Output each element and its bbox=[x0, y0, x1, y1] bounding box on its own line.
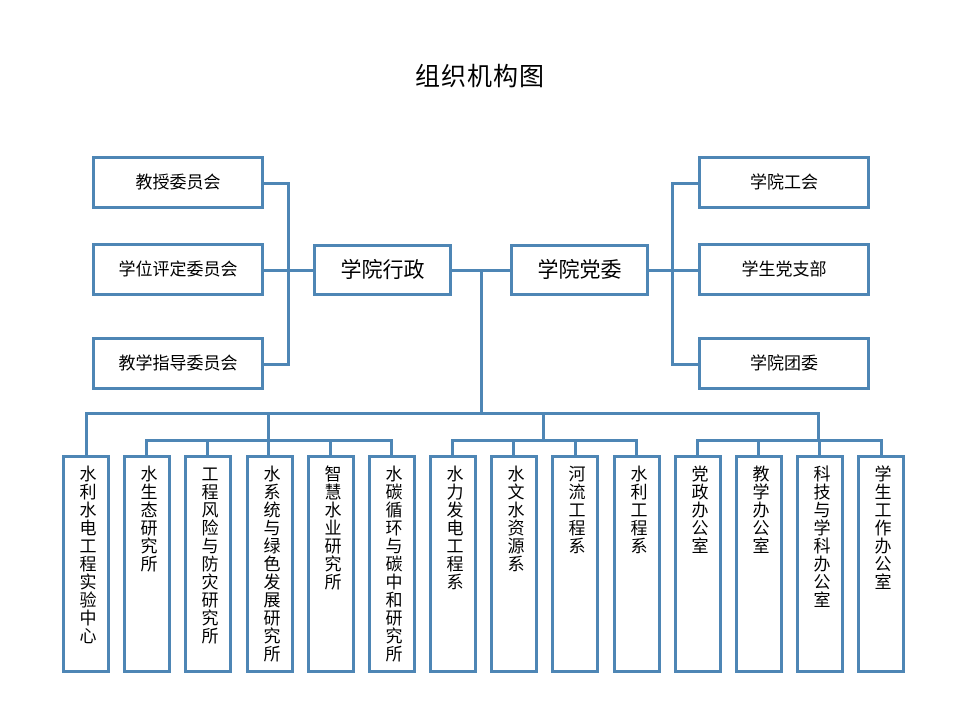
node-label: 学生党支部 bbox=[741, 259, 827, 279]
node-hydropower-dept[interactable]: 水力发电工程系 bbox=[429, 455, 477, 673]
node-label: 河流工程系 bbox=[565, 465, 585, 555]
node-prof-committee[interactable]: 教授委员会 bbox=[92, 156, 264, 209]
connector-drop-unit-8 bbox=[512, 439, 515, 456]
connector-drop-unit-6 bbox=[390, 439, 393, 456]
node-degree-committee[interactable]: 学位评定委员会 bbox=[92, 243, 264, 296]
node-aquatic-ecology-inst[interactable]: 水生态研究所 bbox=[123, 455, 171, 673]
node-water-carbon-inst[interactable]: 水碳循环与碳中和研究所 bbox=[368, 455, 416, 673]
connector-right-1 bbox=[671, 182, 701, 185]
connector-left-3 bbox=[262, 363, 290, 366]
connector-riser-research bbox=[267, 412, 270, 440]
connector-left-bus bbox=[287, 182, 290, 366]
connector-left-2 bbox=[262, 269, 290, 272]
connector-left-to-admin bbox=[287, 269, 316, 272]
node-eng-risk-inst[interactable]: 工程风险与防灾研究所 bbox=[184, 455, 232, 673]
connector-subbus-offices bbox=[696, 439, 883, 442]
node-youth-league[interactable]: 学院团委 bbox=[698, 337, 870, 390]
node-hydro-lab-center[interactable]: 水利水电工程实验中心 bbox=[62, 455, 110, 673]
node-label: 水力发电工程系 bbox=[443, 465, 463, 591]
node-label: 水生态研究所 bbox=[137, 465, 157, 573]
node-sci-tech-office[interactable]: 科技与学科办公室 bbox=[796, 455, 844, 673]
node-admin[interactable]: 学院行政 bbox=[313, 244, 452, 296]
node-student-party-branch[interactable]: 学生党支部 bbox=[698, 243, 870, 296]
node-label: 学院工会 bbox=[750, 172, 818, 192]
connector-subbus-departments bbox=[451, 439, 638, 442]
connector-right-3 bbox=[671, 363, 701, 366]
node-teaching-office[interactable]: 教学办公室 bbox=[735, 455, 783, 673]
node-label: 水碳循环与碳中和研究所 bbox=[382, 465, 402, 663]
connector-left-1 bbox=[262, 182, 290, 185]
node-label: 水系统与绿色发展研究所 bbox=[260, 465, 280, 663]
connector-drop-unit-7 bbox=[451, 439, 454, 456]
node-label: 学生工作办公室 bbox=[871, 465, 891, 591]
node-student-affairs-office[interactable]: 学生工作办公室 bbox=[857, 455, 905, 673]
node-water-system-green-inst[interactable]: 水系统与绿色发展研究所 bbox=[246, 455, 294, 673]
node-water-eng-dept[interactable]: 水利工程系 bbox=[613, 455, 661, 673]
connector-main-bus bbox=[85, 412, 820, 415]
connector-party-to-right-bus bbox=[645, 269, 674, 272]
node-label: 教学办公室 bbox=[749, 465, 769, 555]
node-label: 教学指导委员会 bbox=[118, 353, 238, 373]
node-party-admin-office[interactable]: 党政办公室 bbox=[674, 455, 722, 673]
node-label: 科技与学科办公室 bbox=[810, 465, 830, 609]
node-label: 党政办公室 bbox=[688, 465, 708, 555]
node-label: 学位评定委员会 bbox=[118, 259, 238, 279]
node-label: 学院团委 bbox=[750, 353, 818, 373]
node-smart-water-inst[interactable]: 智慧水业研究所 bbox=[307, 455, 355, 673]
page-title: 组织机构图 bbox=[414, 63, 545, 91]
node-river-eng-dept[interactable]: 河流工程系 bbox=[551, 455, 599, 673]
node-label: 水利水电工程实验中心 bbox=[76, 465, 96, 645]
node-hydrology-dept[interactable]: 水文水资源系 bbox=[490, 455, 538, 673]
connector-drop-unit-13 bbox=[818, 439, 821, 456]
node-label: 水利工程系 bbox=[627, 465, 647, 555]
connector-riser-departments bbox=[542, 412, 545, 440]
connector-right-bus bbox=[671, 182, 674, 366]
node-label: 水文水资源系 bbox=[504, 465, 524, 573]
node-label: 智慧水业研究所 bbox=[321, 465, 341, 591]
connector-drop-unit-2 bbox=[145, 439, 148, 456]
connector-drop-unit-9 bbox=[574, 439, 577, 456]
node-party[interactable]: 学院党委 bbox=[510, 244, 649, 296]
node-label: 工程风险与防灾研究所 bbox=[198, 465, 218, 645]
connector-drop-unit-3 bbox=[206, 439, 209, 456]
connector-drop-unit-1 bbox=[85, 412, 88, 456]
node-label: 学院行政 bbox=[340, 257, 425, 282]
connector-riser-offices bbox=[817, 412, 820, 440]
connector-drop-unit-4 bbox=[267, 439, 270, 456]
connector-main-trunk bbox=[480, 269, 483, 415]
connector-drop-unit-14 bbox=[880, 439, 883, 456]
node-union[interactable]: 学院工会 bbox=[698, 156, 870, 209]
connector-drop-unit-5 bbox=[329, 439, 332, 456]
connector-right-2 bbox=[671, 269, 701, 272]
connector-drop-unit-12 bbox=[757, 439, 760, 456]
node-teaching-committee[interactable]: 教学指导委员会 bbox=[92, 337, 264, 390]
connector-drop-unit-11 bbox=[696, 439, 699, 456]
node-label: 教授委员会 bbox=[135, 172, 221, 192]
connector-drop-unit-10 bbox=[635, 439, 638, 456]
node-label: 学院党委 bbox=[537, 257, 622, 282]
